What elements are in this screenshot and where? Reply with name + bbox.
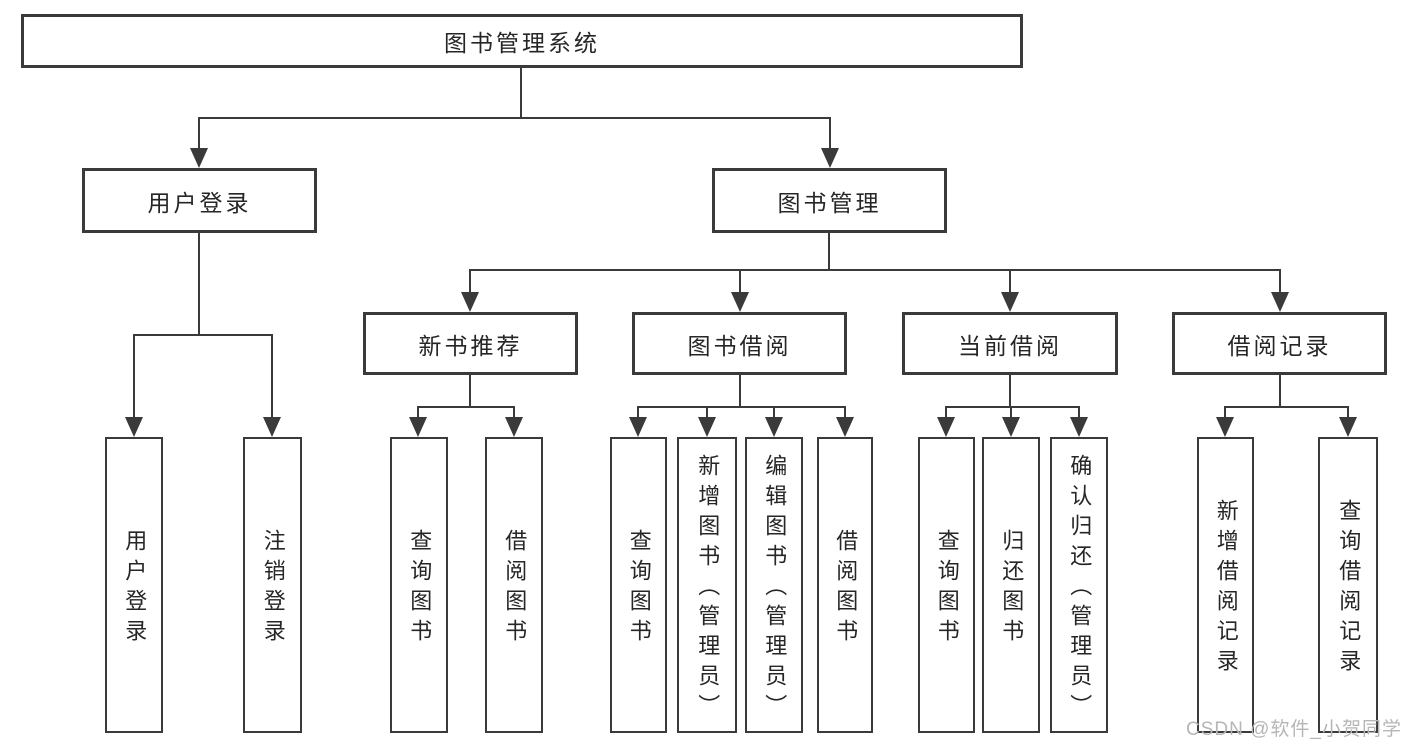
- node-leaf-logout: 注销登录: [243, 437, 302, 733]
- connector-current-borrow-split: [946, 406, 1080, 408]
- arrow-down-icon: [409, 417, 427, 437]
- connector-current-borrow-stem: [1009, 375, 1011, 407]
- arrow-down-icon: [1216, 417, 1234, 437]
- node-label: 确认归还（管理员）: [1067, 454, 1093, 724]
- arrow-down-icon: [821, 148, 839, 168]
- node-label: 查询图书: [626, 529, 652, 649]
- connector-drop-leaf: [1347, 406, 1349, 419]
- node-leaf-query-borrow-record: 查询借阅记录: [1318, 437, 1378, 733]
- arrow-down-icon: [629, 417, 647, 437]
- node-label: 新书推荐: [418, 332, 523, 359]
- csdn-watermark: CSDN @软件_小贺同学: [1186, 719, 1402, 740]
- node-leaf-borrow-books: 借阅图书: [817, 437, 873, 733]
- node-leaf-query-books-borrow: 查询图书: [610, 437, 667, 733]
- node-label: 新增借阅记录: [1213, 499, 1239, 679]
- connector-book-mgmt-stem: [828, 233, 830, 270]
- node-leaf-return-books: 归还图书: [982, 437, 1040, 733]
- connector-drop-new-book: [469, 269, 471, 294]
- connector-drop-leaf: [133, 334, 135, 418]
- arrow-down-icon: [731, 292, 749, 312]
- node-library-management-system: 图书管理系统: [21, 14, 1023, 68]
- arrow-down-icon: [505, 417, 523, 437]
- arrow-down-icon: [461, 292, 479, 312]
- node-label: 用户登录: [122, 529, 148, 649]
- node-current-borrow: 当前借阅: [902, 312, 1118, 375]
- connector-new-book-split: [418, 406, 515, 408]
- connector-user-login-split: [134, 334, 273, 336]
- connector-drop-leaf: [1010, 406, 1012, 419]
- node-label: 用户登录: [147, 189, 252, 216]
- connector-drop-leaf: [271, 334, 273, 418]
- node-label: 归还图书: [999, 529, 1025, 649]
- node-label: 查询图书: [934, 529, 960, 649]
- node-leaf-user-login: 用户登录: [105, 437, 163, 733]
- node-leaf-query-books-recommend: 查询图书: [390, 437, 448, 733]
- connector-drop-leaf: [1224, 406, 1226, 419]
- node-label: 图书管理系统: [444, 30, 600, 56]
- arrow-down-icon: [190, 148, 208, 168]
- arrow-down-icon: [1001, 292, 1019, 312]
- connector-drop-leaf: [637, 406, 639, 419]
- connector-drop-book-mgmt: [829, 117, 831, 150]
- arrow-down-icon: [1339, 417, 1357, 437]
- node-label: 新增图书（管理员）: [695, 454, 721, 724]
- node-label: 查询图书: [407, 529, 433, 649]
- connector-borrow-records-split: [1225, 406, 1348, 408]
- connector-drop-leaf: [706, 406, 708, 419]
- connector-root-stem: [520, 68, 522, 118]
- arrow-down-icon: [765, 417, 783, 437]
- connector-book-borrow-split: [637, 406, 845, 408]
- node-leaf-query-books-current: 查询图书: [918, 437, 975, 733]
- connector-new-book-stem: [469, 375, 471, 407]
- connector-drop-user-login: [198, 117, 200, 150]
- node-label: 图书借阅: [687, 332, 792, 359]
- node-label: 注销登录: [260, 529, 286, 649]
- node-book-borrow: 图书借阅: [632, 312, 847, 375]
- node-leaf-add-borrow-record: 新增借阅记录: [1197, 437, 1254, 733]
- connector-drop-leaf: [1078, 406, 1080, 419]
- node-new-book-recommend: 新书推荐: [363, 312, 578, 375]
- node-leaf-edit-books-admin: 编辑图书（管理员）: [745, 437, 803, 733]
- arrow-down-icon: [263, 417, 281, 437]
- arrow-down-icon: [125, 417, 143, 437]
- arrow-down-icon: [937, 417, 955, 437]
- connector-drop-leaf: [773, 406, 775, 419]
- arrow-down-icon: [836, 417, 854, 437]
- node-label: 借阅记录: [1227, 332, 1332, 359]
- connector-drop-book-borrow: [739, 269, 741, 294]
- node-book-management-branch: 图书管理: [712, 168, 947, 233]
- connector-drop-leaf: [513, 406, 515, 419]
- node-leaf-add-books-admin: 新增图书（管理员）: [677, 437, 737, 733]
- connector-root-split: [199, 117, 831, 119]
- connector-book-mgmt-split: [470, 269, 1281, 271]
- connector-drop-leaf: [945, 406, 947, 419]
- node-user-login-branch: 用户登录: [82, 168, 317, 233]
- connector-drop-leaf: [417, 406, 419, 419]
- connector-drop-leaf: [844, 406, 846, 419]
- arrow-down-icon: [698, 417, 716, 437]
- node-label: 编辑图书（管理员）: [762, 454, 788, 724]
- node-leaf-borrow-books-recommend: 借阅图书: [485, 437, 543, 733]
- node-label: 借阅图书: [502, 529, 528, 649]
- node-borrow-records: 借阅记录: [1172, 312, 1387, 375]
- node-leaf-confirm-return-admin: 确认归还（管理员）: [1050, 437, 1108, 733]
- arrow-down-icon: [1271, 292, 1289, 312]
- node-label: 图书管理: [777, 189, 882, 216]
- connector-drop-borrow-records: [1279, 269, 1281, 294]
- connector-book-borrow-stem: [739, 375, 741, 407]
- node-label: 查询借阅记录: [1336, 499, 1362, 679]
- connector-borrow-records-stem: [1279, 375, 1281, 407]
- connector-user-login-stem: [198, 233, 200, 335]
- connector-drop-current-borrow: [1009, 269, 1011, 294]
- arrow-down-icon: [1070, 417, 1088, 437]
- node-label: 当前借阅: [958, 332, 1062, 359]
- node-label: 借阅图书: [833, 529, 859, 649]
- arrow-down-icon: [1002, 417, 1020, 437]
